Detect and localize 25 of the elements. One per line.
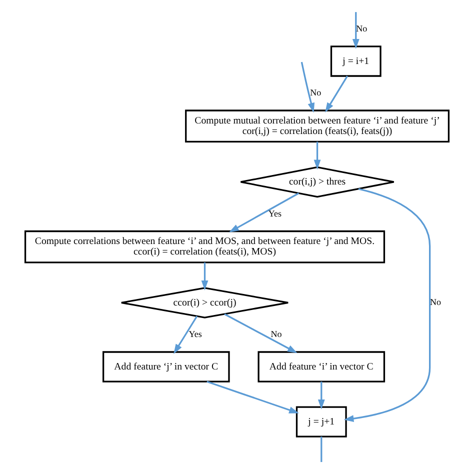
arrow (325, 76, 348, 113)
arrow (229, 192, 300, 232)
arrow (318, 382, 325, 410)
edge-label: No (356, 23, 368, 34)
node-box: Compute correlations between feature ‘i’ and MOS, and between feature ‘j’ and MOS. ccor(i) = correlation (feats(i), MOS) (24, 230, 386, 264)
node-diamond: cor(i,j) > thres (240, 166, 395, 198)
arrow (300, 62, 315, 113)
edge-label: No (310, 88, 322, 98)
arrow (174, 316, 198, 354)
node-box: Add feature ‘j’ in vector C (102, 351, 230, 382)
edge-label: No (270, 329, 282, 340)
arrow (352, 12, 360, 49)
node-box: j = j+1 (296, 406, 347, 438)
edge-label: Yes (268, 208, 282, 218)
arrow (201, 262, 208, 290)
edge-label: Yes (188, 329, 202, 340)
connector (320, 436, 322, 462)
arrow (314, 142, 321, 170)
arrow (206, 380, 299, 414)
node-box: Compute mutual correlation between feature ‘i’ and feature ‘j’ cor(i,j) = correlation (feats(i), feats(j)) (185, 110, 450, 143)
node-box: Add feature ‘i’ in vector C (258, 351, 386, 382)
arrow (344, 188, 431, 422)
node-box: j = i+1 (330, 46, 382, 77)
arrow (224, 313, 298, 354)
node-diamond: ccor(i) > ccor(j) (120, 287, 289, 318)
